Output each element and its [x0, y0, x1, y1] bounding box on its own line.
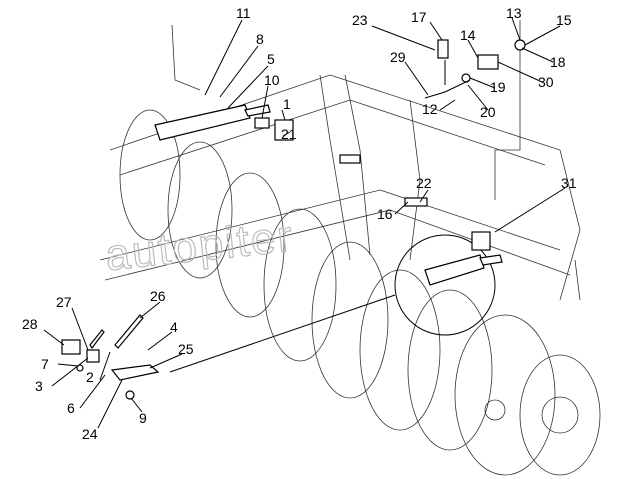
callout-1: 1: [283, 96, 291, 112]
callout-11: 11: [236, 5, 251, 21]
callout-9: 9: [139, 410, 147, 426]
callout-28: 28: [22, 316, 38, 332]
callout-labels: 11 8 5 10 1 21 23 17 14 13 15 18 29 19 3…: [22, 5, 577, 442]
callout-21: 21: [281, 126, 297, 142]
hydraulic-cylinder: [154, 104, 503, 286]
callout-27: 27: [56, 294, 72, 310]
callout-20: 20: [480, 104, 496, 120]
callout-14: 14: [460, 27, 476, 43]
callout-17: 17: [411, 9, 427, 25]
callout-6: 6: [67, 400, 75, 416]
callout-8: 8: [256, 31, 264, 47]
callout-22: 22: [416, 175, 432, 191]
callout-24: 24: [82, 426, 98, 442]
callout-5: 5: [267, 51, 275, 67]
watermark: autopiter: [103, 212, 296, 281]
callout-19: 19: [490, 79, 506, 95]
callout-15: 15: [556, 12, 572, 28]
callout-13: 13: [506, 5, 522, 21]
leader-lines: [43, 17, 566, 429]
callout-26: 26: [150, 288, 166, 304]
hydraulic-fittings: [424, 39, 526, 99]
detail-circle: [394, 234, 496, 336]
callout-10: 10: [264, 72, 280, 88]
rotor-discs: [119, 109, 601, 476]
callout-18: 18: [550, 54, 566, 70]
detail-leader: [169, 294, 396, 373]
callout-4: 4: [170, 319, 178, 335]
loose-parts: [61, 314, 160, 400]
callout-25: 25: [178, 341, 194, 357]
callout-30: 30: [538, 74, 554, 90]
callout-3: 3: [35, 378, 43, 394]
callout-16: 16: [377, 206, 393, 222]
callout-7: 7: [41, 356, 49, 372]
callout-12: 12: [422, 101, 438, 117]
callout-2: 2: [86, 369, 94, 385]
callout-29: 29: [390, 49, 406, 65]
machine-frame: [99, 20, 581, 301]
brackets: [254, 117, 491, 251]
callout-31: 31: [561, 175, 577, 191]
callout-23: 23: [352, 12, 368, 28]
